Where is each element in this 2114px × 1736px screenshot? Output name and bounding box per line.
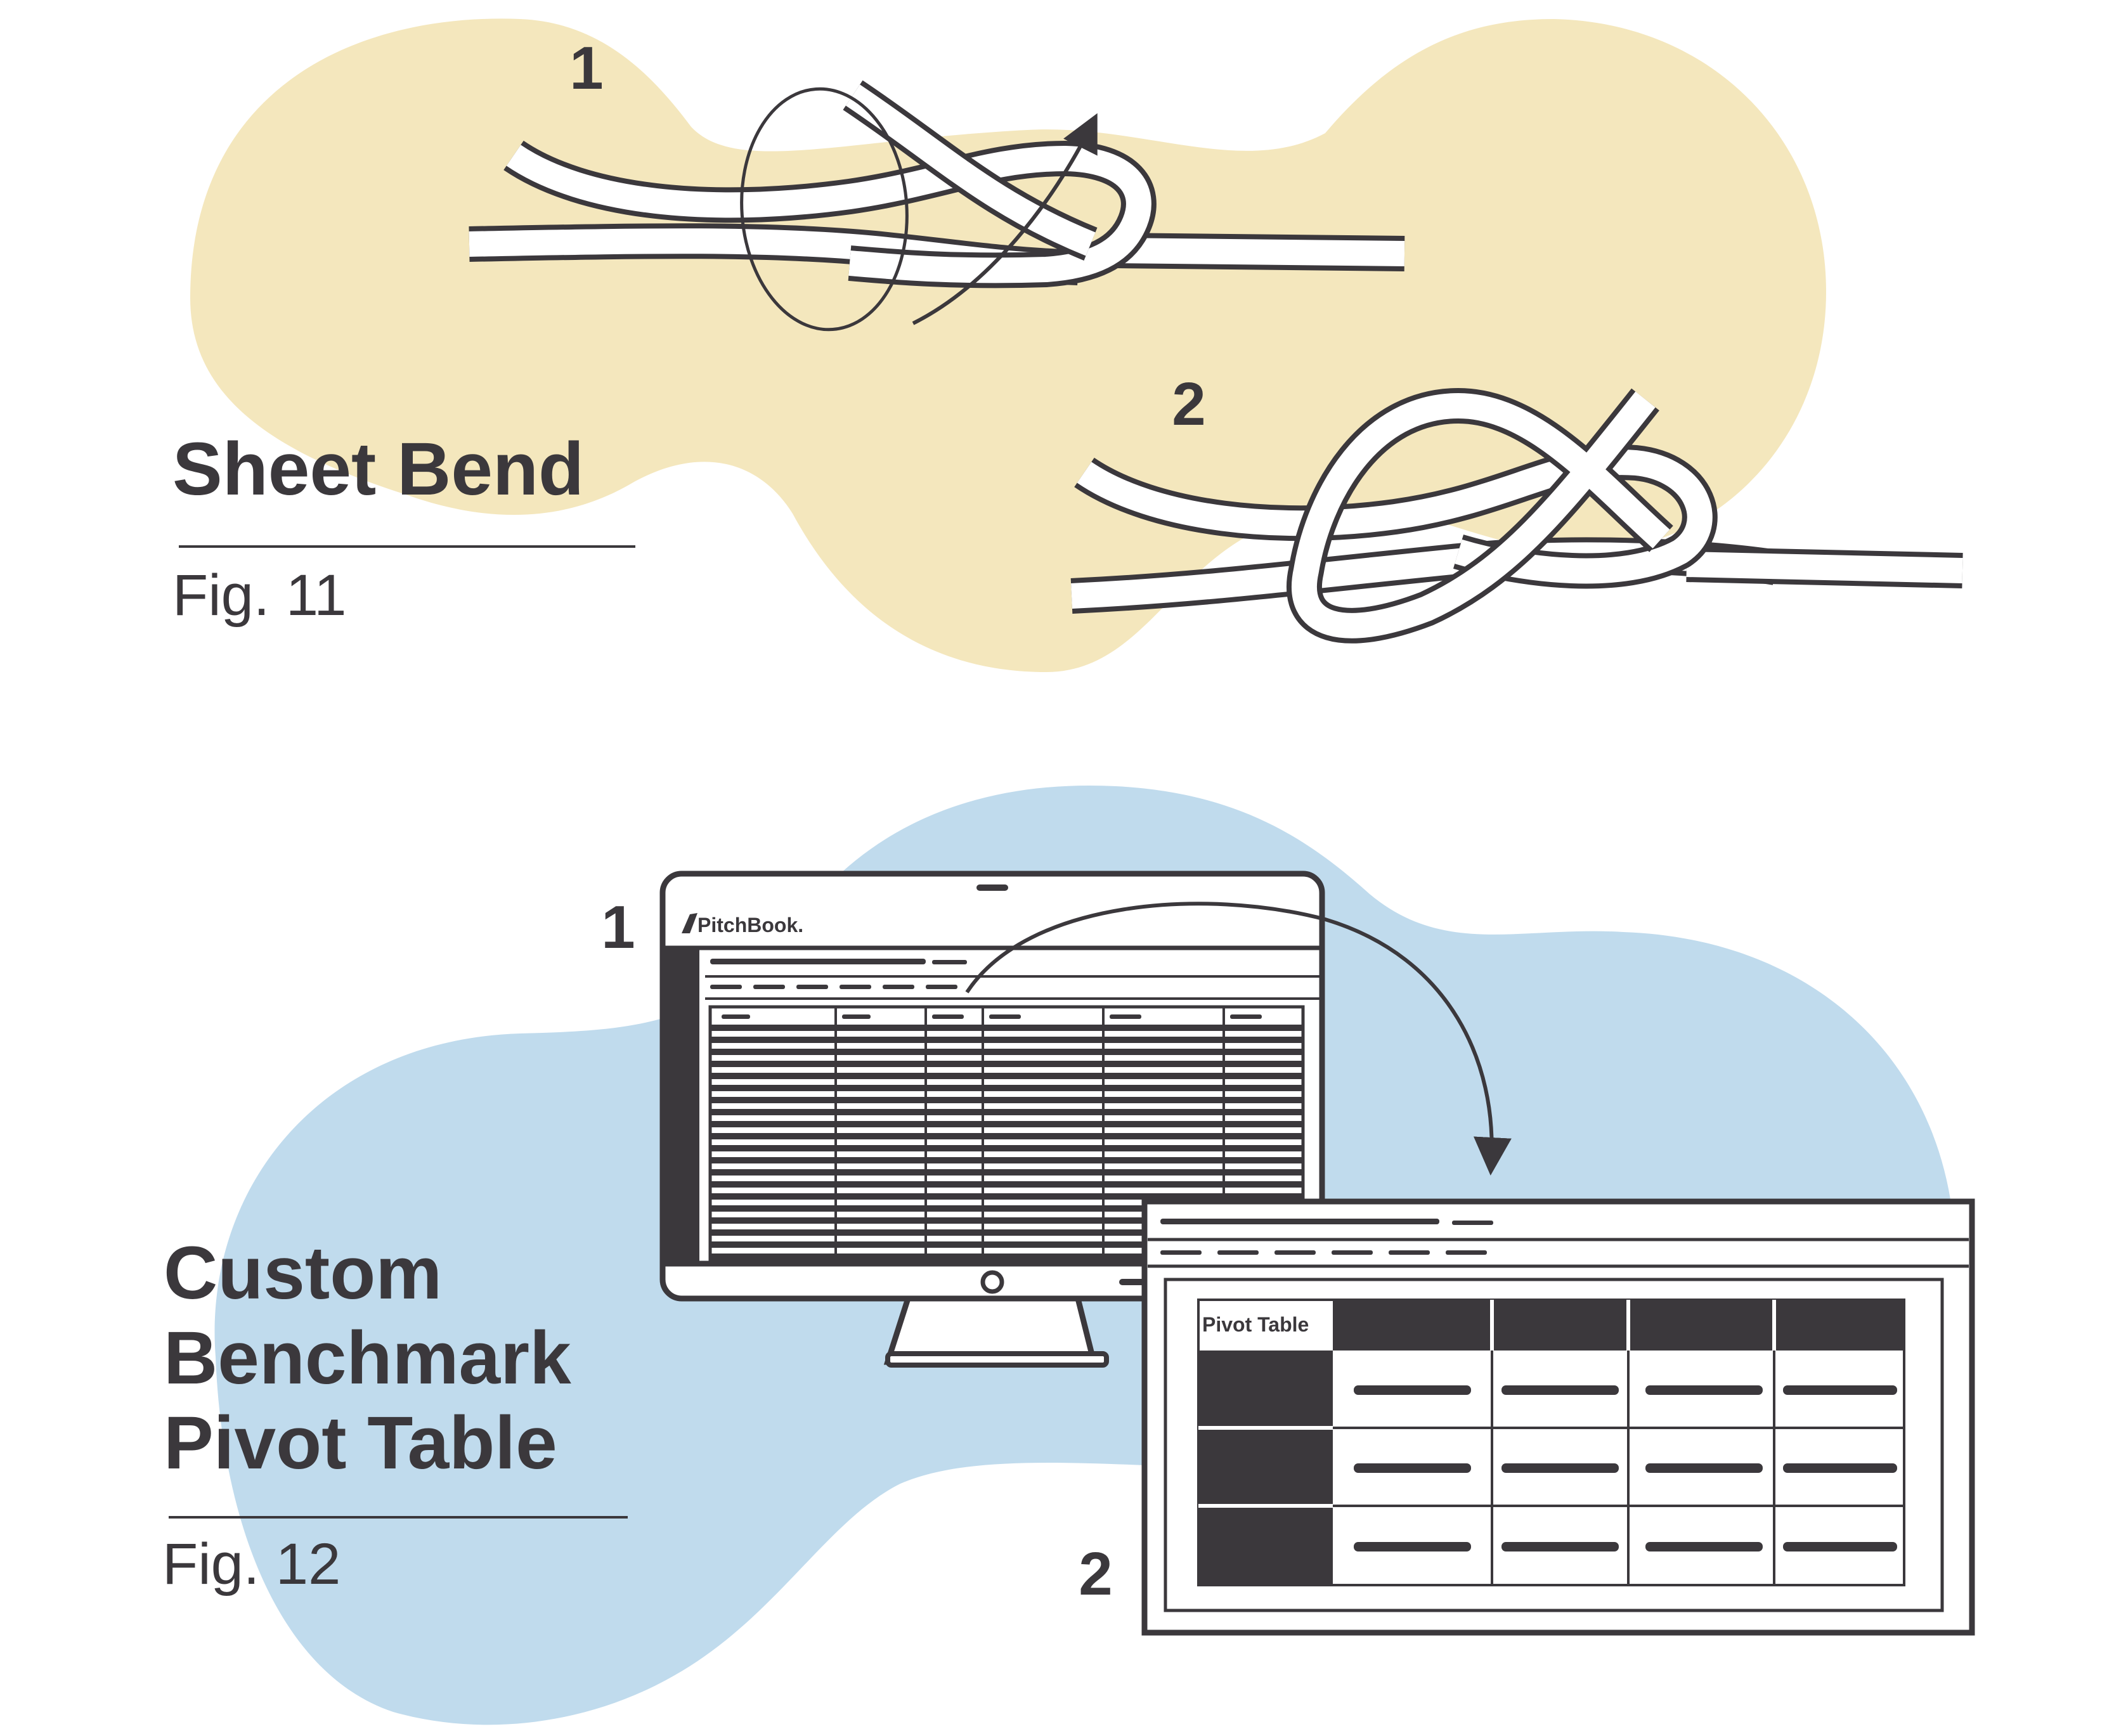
monitor-table-row [711, 1217, 1302, 1224]
monitor-table-row [711, 1241, 1302, 1248]
monitor-table-row [711, 1157, 1302, 1163]
monitor-table-row [711, 1109, 1302, 1115]
monitor-table-row [711, 1037, 1302, 1043]
monitor-brand: PitchBook. [697, 914, 803, 936]
monitor-table-row [711, 1085, 1302, 1091]
fig11-caption: Fig. 11 [172, 563, 346, 628]
monitor-table-row [711, 1193, 1302, 1200]
fig11-group: 1 2 Sheet B [172, 18, 1963, 672]
window-icon: Pivot Table [1141, 1198, 1975, 1636]
monitor-table-row [711, 1145, 1302, 1151]
leaf-logo-icon [682, 913, 697, 933]
arrow-icon [912, 113, 1098, 325]
monitor-table-row [711, 1097, 1302, 1103]
fig12-title-line-1: Custom [164, 1231, 442, 1315]
fig12-title-line-2: Benchmark [164, 1316, 571, 1400]
monitor-table-row [711, 1049, 1302, 1055]
fig12-caption: Fig. 12 [162, 1532, 340, 1597]
monitor-table-row [711, 1169, 1302, 1176]
fig11-title: Sheet Bend [172, 427, 584, 511]
fig11-step2-label: 2 [1172, 370, 1205, 438]
monitor-table-row [711, 1073, 1302, 1079]
monitor-table-row [711, 1253, 1302, 1260]
monitor-table-row [711, 1181, 1302, 1188]
monitor-table-row [711, 1229, 1302, 1236]
fig12-step1-label: 1 [601, 893, 635, 961]
rope-knot-icon [1070, 387, 1963, 644]
monitor-table-row [711, 1025, 1302, 1031]
monitor-table-row [711, 1133, 1302, 1139]
pivot-table-label: Pivot Table [1202, 1313, 1309, 1336]
arrow-icon [965, 902, 1512, 1176]
fig12-step2-label: 2 [1079, 1540, 1112, 1608]
fig12-title-line-3: Pivot Table [164, 1401, 557, 1485]
fig11-step1-label: 1 [569, 34, 603, 102]
monitor-table-row [711, 1121, 1302, 1127]
fig12-group: 1 PitchBook. [162, 785, 1975, 1725]
monitor-table-row [711, 1205, 1302, 1212]
monitor-table-row [711, 1061, 1302, 1067]
